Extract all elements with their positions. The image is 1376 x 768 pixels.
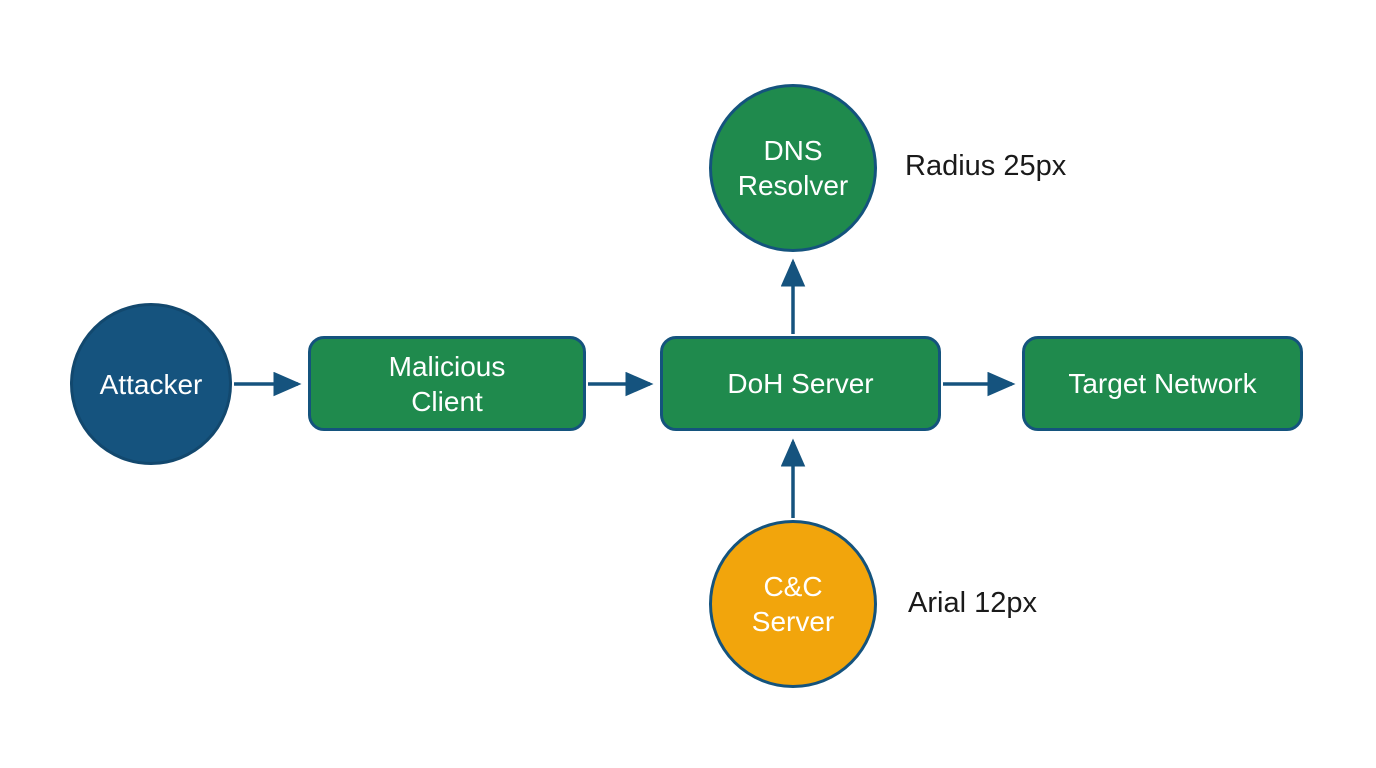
node-cc-server-label: C&C Server xyxy=(751,571,835,637)
annotation-arial-note: Arial 12px xyxy=(908,587,1037,619)
node-attacker: Attacker xyxy=(70,303,232,465)
node-malicious-client-label: Malicious Client xyxy=(388,350,506,417)
node-doh-server-label: DoH Server xyxy=(727,368,874,399)
node-dns-resolver-label: DNS Resolver xyxy=(737,135,849,201)
node-cc-server: C&C Server xyxy=(709,520,877,688)
node-malicious-client: Malicious Client xyxy=(308,336,586,431)
node-target-network: Target Network xyxy=(1022,336,1303,431)
node-doh-server: DoH Server xyxy=(660,336,941,431)
node-target-network-label: Target Network xyxy=(1068,368,1257,399)
annotation-radius-note: Radius 25px xyxy=(905,150,1067,182)
node-attacker-label: Attacker xyxy=(99,368,203,400)
node-dns-resolver: DNS Resolver xyxy=(709,84,877,252)
